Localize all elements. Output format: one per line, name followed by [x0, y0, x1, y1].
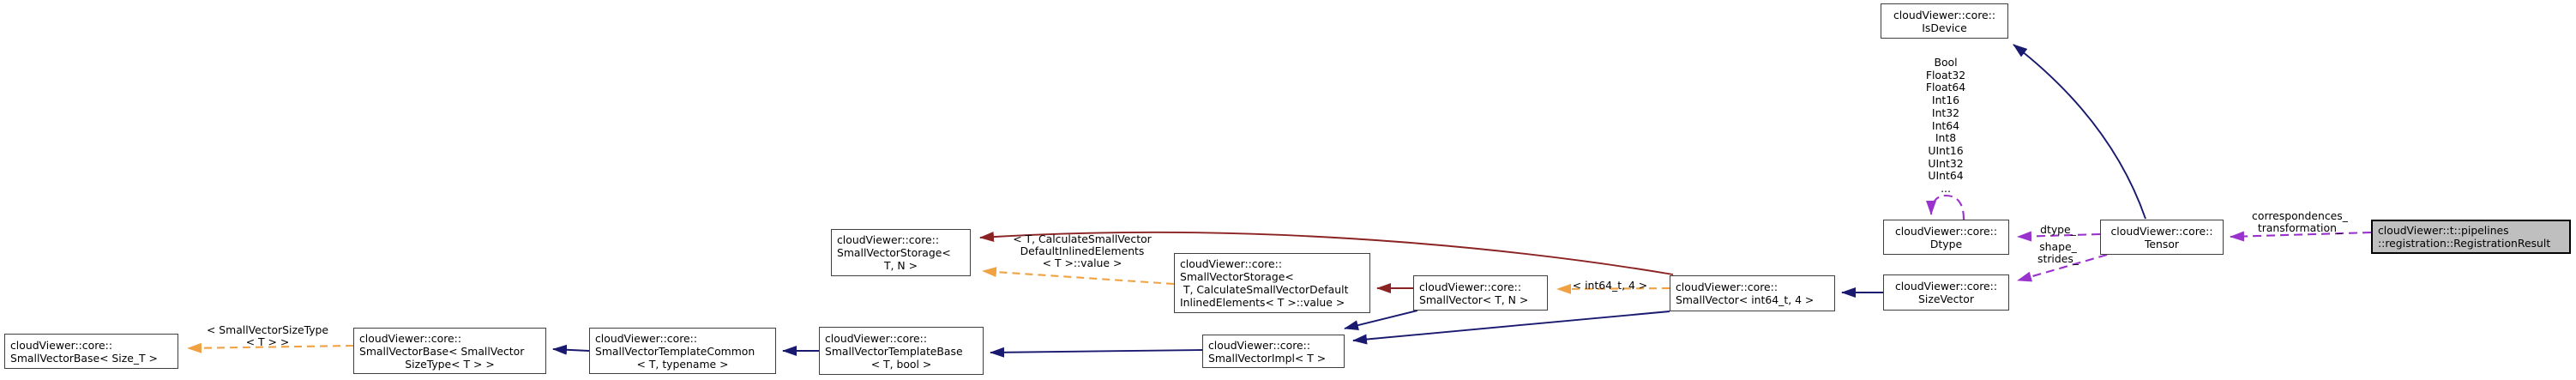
node-smallvectorstorage-calc-line: T, CalculateSmallVectorDefault	[1180, 283, 1349, 296]
node-isdevice-line: IsDevice	[1922, 21, 1967, 34]
label-dtype-member-line: dtype_	[2040, 223, 2076, 236]
label-svst-template-args: < SmallVectorSizeType< T > >	[196, 324, 340, 348]
label-dtype-values-line: ...	[1941, 182, 1951, 196]
node-isdevice[interactable]: cloudViewer::core::IsDevice	[1881, 3, 2008, 39]
node-smallvectorstorage-tn[interactable]: cloudViewer::core::SmallVectorStorage<T,…	[831, 229, 971, 276]
node-smallvectortemplatebase-line: cloudViewer::core::	[825, 331, 927, 345]
node-smallvectorstorage-tn-line: cloudViewer::core::	[837, 233, 939, 246]
label-calc-template-args-line: DefaultInlinedElements	[1020, 244, 1145, 257]
edge-storage-calc-storage-tn	[982, 267, 1175, 286]
edge-templatecommon-base-svst	[552, 344, 590, 355]
node-dtype-line: Dtype	[1929, 237, 1963, 250]
node-smallvectorstorage-tn-line: SmallVectorStorage<	[837, 246, 951, 259]
node-sizevector-line: SizeVector	[1918, 293, 1974, 305]
label-dtype-member: dtype_	[2019, 224, 2097, 236]
edge-smallvector-int64-storage-tn	[979, 231, 1674, 275]
label-dtype-values-line: Int32	[1931, 106, 1960, 119]
node-smallvectorbase-sizet-line: SmallVectorBase< Size_T >	[10, 351, 158, 365]
label-correspondences-members-line: correspondences_	[2252, 209, 2348, 222]
node-sizevector[interactable]: cloudViewer::core::SizeVector	[1883, 274, 2009, 311]
edge-smallvector-int64-smallvector-tn	[1556, 283, 1670, 294]
label-correspondences-members-line: transformation_	[2257, 220, 2343, 234]
node-tensor-line: cloudViewer::core::	[2110, 224, 2213, 238]
label-int64-template-args: < int64_t, 4 >	[1561, 280, 1659, 292]
node-smallvectortemplatecommon[interactable]: cloudViewer::core::SmallVectorTemplateCo…	[589, 328, 776, 374]
node-smallvector-int64-4[interactable]: cloudViewer::core::SmallVector< int64_t,…	[1670, 275, 1835, 311]
edge-base-svst-base-sizet	[187, 342, 354, 353]
edge-tensor-dtype	[2017, 231, 2101, 242]
node-smallvectorbase-svst-line: SizeType< T > >	[405, 357, 495, 371]
label-correspondences-members: correspondences_transformation_	[2240, 210, 2360, 234]
node-isdevice-line: cloudViewer::core::	[1893, 8, 1995, 21]
node-smallvector-tn-line: cloudViewer::core::	[1419, 280, 1521, 293]
label-calc-template-args-line: < T, CalculateSmallVector	[1013, 232, 1152, 245]
edge-smallvector-tn-impl	[1344, 310, 1418, 330]
label-shape-strides-members-line: shape_	[2039, 240, 2077, 253]
node-smallvectorstorage-calc-line: cloudViewer::core::	[1180, 257, 1282, 270]
node-smallvectortemplatecommon-line: SmallVectorTemplateCommon	[595, 344, 755, 358]
node-registrationresult-line: cloudViewer::t::pipelines	[2378, 224, 2509, 237]
node-smallvectortemplatebase[interactable]: cloudViewer::core::SmallVectorTemplateBa…	[819, 327, 984, 375]
node-smallvector-int64-4-line: SmallVector< int64_t, 4 >	[1676, 293, 1815, 306]
label-int64-template-args-line: < int64_t, 4 >	[1572, 279, 1648, 292]
node-dtype[interactable]: cloudViewer::core::Dtype	[1883, 220, 2009, 255]
label-dtype-values-line: Int8	[1935, 131, 1957, 145]
label-svst-template-args-line: < SmallVectorSizeType	[206, 323, 329, 336]
node-smallvectorbase-sizet-line: cloudViewer::core::	[10, 338, 112, 352]
node-tensor-line: Tensor	[2144, 237, 2180, 250]
node-registrationresult[interactable]: cloudViewer::t::pipelines::registration:…	[2371, 220, 2571, 254]
edge-tensor-sizevector	[2017, 253, 2108, 282]
node-smallvectorimpl-line: SmallVectorImpl< T >	[1208, 351, 1327, 365]
label-dtype-values-line: UInt64	[1928, 169, 1964, 183]
node-smallvectorbase-svst-line: cloudViewer::core::	[359, 331, 461, 345]
node-smallvectortemplatebase-line: SmallVectorTemplateBase	[825, 344, 963, 358]
node-smallvectorimpl-line: cloudViewer::core::	[1208, 338, 1310, 352]
label-dtype-values-line: Bool	[1934, 56, 1958, 69]
node-smallvectorstorage-calc-line: SmallVectorStorage<	[1180, 270, 1294, 283]
label-dtype-values-line: UInt32	[1928, 156, 1964, 170]
label-shape-strides-members: shape_strides_	[2019, 241, 2097, 265]
edge-dtype-self-loop	[1926, 194, 1965, 220]
label-dtype-values-line: Float32	[1925, 68, 1966, 81]
node-dtype-line: cloudViewer::core::	[1895, 224, 1997, 238]
label-dtype-values-line: Int16	[1931, 93, 1960, 107]
node-smallvectorbase-sizet[interactable]: cloudViewer::core::SmallVectorBase< Size…	[4, 334, 178, 369]
node-smallvectorimpl[interactable]: cloudViewer::core::SmallVectorImpl< T >	[1202, 335, 1345, 368]
node-smallvector-tn-line: SmallVector< T, N >	[1419, 293, 1529, 306]
node-smallvectorbase-svst[interactable]: cloudViewer::core::SmallVectorBase< Smal…	[353, 328, 546, 374]
node-smallvectorstorage-calc[interactable]: cloudViewer::core::SmallVectorStorage< T…	[1174, 253, 1370, 313]
node-tensor[interactable]: cloudViewer::core::Tensor	[2100, 220, 2224, 255]
node-smallvector-tn[interactable]: cloudViewer::core::SmallVector< T, N >	[1413, 275, 1548, 311]
edge-registrationresult-tensor	[2230, 231, 2372, 242]
label-dtype-values-line: Float64	[1925, 81, 1966, 94]
label-dtype-values-line: Int64	[1931, 118, 1960, 132]
label-svst-template-args-line: < T > >	[245, 335, 290, 348]
node-smallvectortemplatebase-line: < T, bool >	[870, 357, 932, 371]
node-smallvectortemplatecommon-line: < T, typename >	[636, 357, 729, 371]
label-shape-strides-members-line: strides_	[2037, 251, 2079, 265]
edge-smallvector-int64-impl	[1352, 311, 1670, 345]
node-sizevector-line: cloudViewer::core::	[1895, 280, 1997, 293]
label-calc-template-args-line: < T >::value >	[1042, 256, 1122, 269]
node-smallvector-int64-4-line: cloudViewer::core::	[1676, 280, 1778, 293]
node-smallvectorbase-svst-line: SmallVectorBase< SmallVector	[359, 344, 525, 358]
edge-tensor-isdevice	[2013, 44, 2146, 220]
node-smallvectorstorage-calc-line: InlinedElements< T >::value >	[1180, 296, 1345, 309]
label-dtype-values-line: UInt16	[1928, 143, 1964, 157]
node-smallvectorstorage-tn-line: T, N >	[883, 259, 918, 272]
node-smallvectortemplatecommon-line: cloudViewer::core::	[595, 331, 697, 345]
node-registrationresult-line: ::registration::RegistrationResult	[2378, 237, 2551, 250]
edge-impl-templatebase	[990, 347, 1203, 358]
